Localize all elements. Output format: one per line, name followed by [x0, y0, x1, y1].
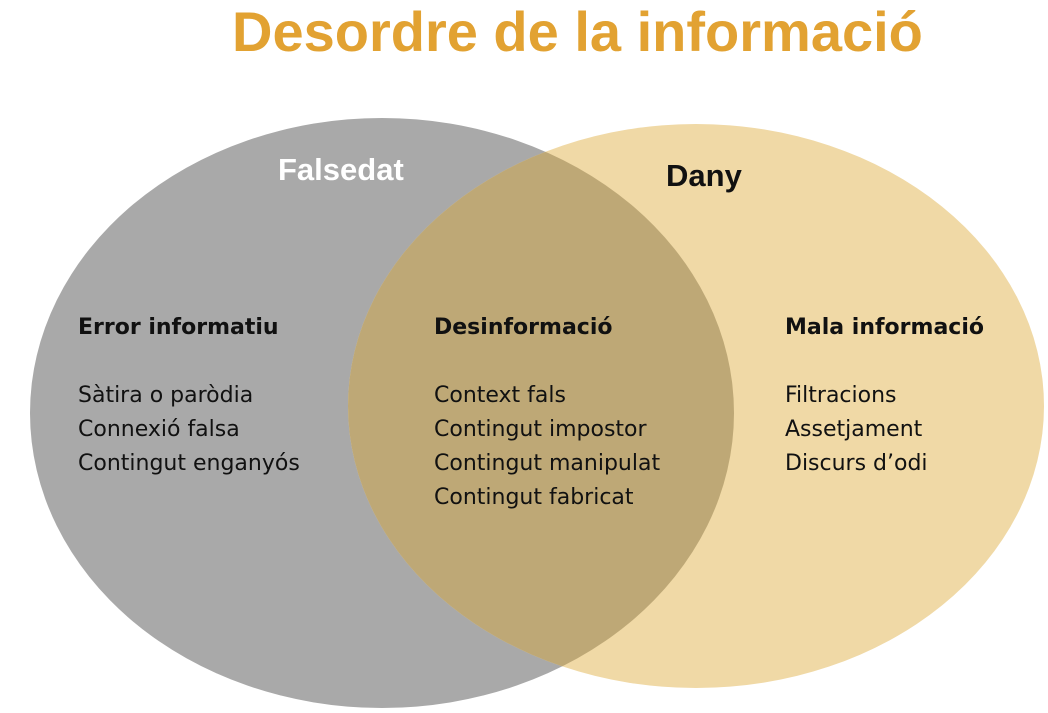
- list-item: Assetjament: [785, 417, 923, 442]
- list-item: Contingut fabricat: [434, 485, 634, 510]
- overlap-region: [348, 124, 734, 688]
- list-item: Contingut manipulat: [434, 451, 661, 476]
- group-heading: Mala informació: [785, 315, 984, 340]
- group-error-informatiu: Error informatiu Sàtira o paròdia Connex…: [78, 311, 300, 481]
- list-item: Sàtira o paròdia: [78, 383, 254, 408]
- group-mala-informacio: Mala informació Filtracions Assetjament …: [785, 311, 984, 481]
- list-item: Filtracions: [785, 383, 897, 408]
- group-heading: Desinformació: [434, 315, 613, 340]
- list-item: Connexió falsa: [78, 417, 240, 442]
- list-item: Context fals: [434, 383, 566, 408]
- page-title: Desordre de la informació: [232, 0, 923, 63]
- group-desinformacio: Desinformació Context fals Contingut imp…: [434, 311, 660, 515]
- falsedat-label: Falsedat: [278, 152, 404, 187]
- group-heading: Error informatiu: [78, 315, 279, 340]
- list-item: Discurs d’odi: [785, 451, 928, 476]
- list-item: Contingut impostor: [434, 417, 647, 442]
- list-item: Contingut enganyós: [78, 451, 300, 476]
- dany-label: Dany: [666, 158, 742, 193]
